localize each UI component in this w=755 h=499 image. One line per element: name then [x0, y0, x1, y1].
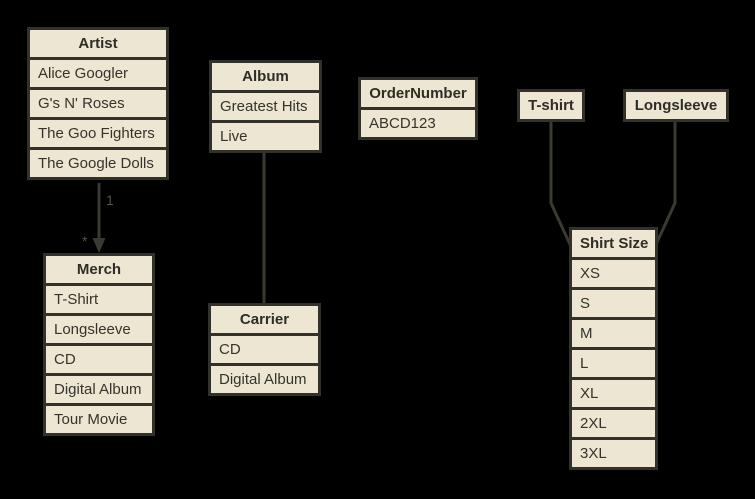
entity-carrier: Carrier CD Digital Album — [208, 303, 321, 396]
entity-artist: Artist Alice Googler G's N' Roses The Go… — [27, 27, 169, 180]
entity-shirtsize-row: 3XL — [572, 440, 655, 467]
connector-longsleeve-shirtsize — [651, 122, 677, 252]
entity-shirtsize-row: XL — [572, 380, 655, 407]
multiplicity-label-one: 1 — [106, 192, 114, 208]
entity-artist-row: The Google Dolls — [30, 150, 166, 177]
entity-merch-row: CD — [46, 346, 152, 373]
entity-merch-row: Digital Album — [46, 376, 152, 403]
entity-shirtsize-row: S — [572, 290, 655, 317]
entity-artist-row: G's N' Roses — [30, 90, 166, 117]
multiplicity-label-many: * — [82, 233, 88, 249]
entity-shirtsize-row: 2XL — [572, 410, 655, 437]
entity-carrier-title: Carrier — [211, 306, 318, 333]
entity-shirtsize-title: Shirt Size — [572, 230, 655, 257]
entity-artist-row: Alice Googler — [30, 60, 166, 87]
entity-merch-row: Longsleeve — [46, 316, 152, 343]
entity-merch-row: T-Shirt — [46, 286, 152, 313]
entity-longsleeve: Longsleeve — [623, 89, 729, 122]
entity-album-row: Live — [212, 123, 319, 150]
entity-carrier-row: Digital Album — [211, 366, 318, 393]
entity-ordernumber-title: OrderNumber — [361, 80, 475, 107]
arrowhead-down-icon — [92, 238, 106, 253]
entity-album-title: Album — [212, 63, 319, 90]
entity-carrier-row: CD — [211, 336, 318, 363]
entity-tshirt: T-shirt — [517, 89, 585, 122]
entity-shirtsize-row: L — [572, 350, 655, 377]
entity-ordernumber: OrderNumber ABCD123 — [358, 77, 478, 140]
entity-merch-title: Merch — [46, 256, 152, 283]
entity-artist-row: The Goo Fighters — [30, 120, 166, 147]
entity-shirtsize-row: XS — [572, 260, 655, 287]
entity-artist-title: Artist — [30, 30, 166, 57]
entity-shirtsize-row: M — [572, 320, 655, 347]
connector-tshirt-shirtsize — [549, 122, 575, 252]
entity-longsleeve-title: Longsleeve — [626, 92, 726, 119]
entity-ordernumber-row: ABCD123 — [361, 110, 475, 137]
entity-tshirt-title: T-shirt — [520, 92, 582, 119]
entity-album: Album Greatest Hits Live — [209, 60, 322, 153]
entity-album-row: Greatest Hits — [212, 93, 319, 120]
entity-merch-row: Tour Movie — [46, 406, 152, 433]
entity-shirtsize: Shirt Size XS S M L XL 2XL 3XL — [569, 227, 658, 470]
entity-merch: Merch T-Shirt Longsleeve CD Digital Albu… — [43, 253, 155, 436]
